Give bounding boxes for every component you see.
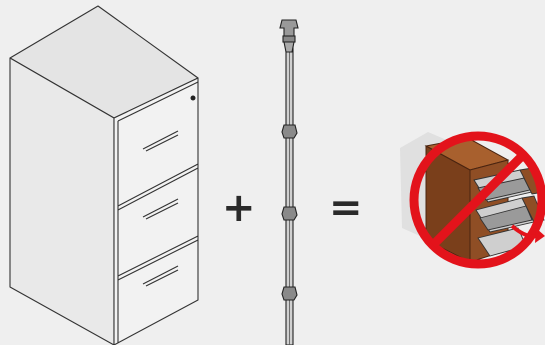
illustration-canvas: + = bbox=[0, 0, 545, 345]
no-tipping-icon bbox=[0, 0, 545, 345]
